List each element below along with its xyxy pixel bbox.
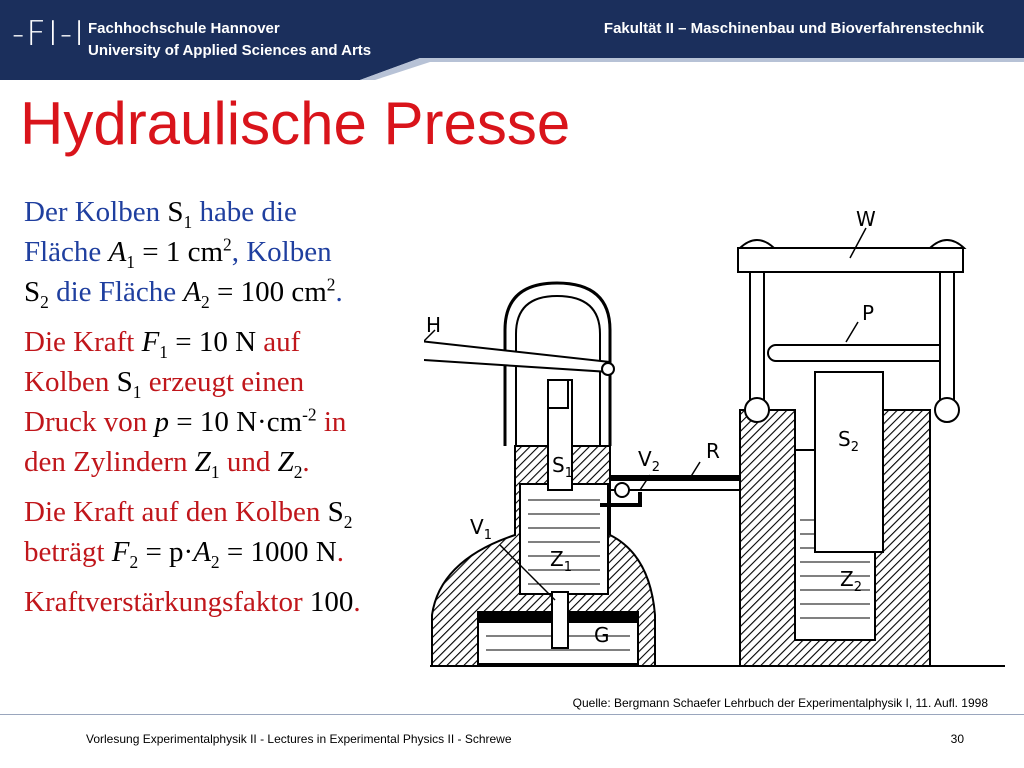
lever-h	[424, 340, 611, 374]
label-v1: V1	[470, 515, 492, 543]
label-s2: S2	[838, 427, 859, 455]
label-v2: V2	[638, 447, 660, 475]
label-g: G	[594, 623, 610, 647]
paragraph-pressure: Die Kraft F1 = 10 N auf Kolben S1 erzeug…	[24, 326, 347, 482]
footer-lecture: Vorlesung Experimentalphysik II - Lectur…	[86, 732, 512, 746]
institution-subtitle: University of Applied Sciences and Arts	[88, 42, 372, 59]
label-h: H	[426, 313, 441, 337]
v1-pointer	[499, 544, 556, 601]
label-z2: Z2	[840, 567, 862, 595]
column-left	[749, 271, 765, 411]
label-w: W	[856, 207, 876, 231]
institution-name: Fachhochschule Hannover	[88, 20, 280, 37]
paragraph-areas: Der Kolben S1 habe die Fläche A1 = 1 cm2…	[24, 196, 343, 312]
piston-s2	[814, 371, 884, 553]
label-r: R	[706, 439, 720, 463]
valve-v2	[614, 482, 630, 498]
platen-p	[767, 344, 949, 362]
label-s1: S1	[552, 453, 573, 481]
column-right	[939, 271, 955, 411]
header-background	[0, 0, 1024, 80]
footer-divider	[0, 714, 1024, 715]
label-z1: Z1	[550, 547, 572, 575]
figure-source: Quelle: Bergmann Schaefer Lehrbuch der E…	[572, 696, 988, 710]
page-number: 30	[950, 732, 964, 746]
cylinder-z1	[519, 483, 609, 595]
label-p: P	[862, 301, 874, 325]
faculty-name: Fakultät II – Maschinenbau und Bioverfah…	[603, 20, 984, 37]
paragraph-force: Die Kraft auf den Kolben S2 beträgt F2 =…	[24, 496, 353, 572]
slide-title: Hydraulische Presse	[20, 90, 571, 157]
paragraph-factor: Kraftverstärkungsfaktor 100.	[24, 586, 361, 618]
hydraulic-press-diagram: W P H S1 S2 V1 V2 R Z1 Z2 G	[424, 207, 1005, 667]
slide-content: Der Kolben S1 habe die Fläche A1 = 1 cm2…	[24, 192, 424, 632]
header-bar: -FI-I Fachhochschule Hannover University…	[0, 0, 1024, 80]
crossbeam-w	[737, 247, 964, 273]
valve-v1	[551, 591, 569, 649]
institution-logo: -FI-I	[12, 14, 87, 54]
